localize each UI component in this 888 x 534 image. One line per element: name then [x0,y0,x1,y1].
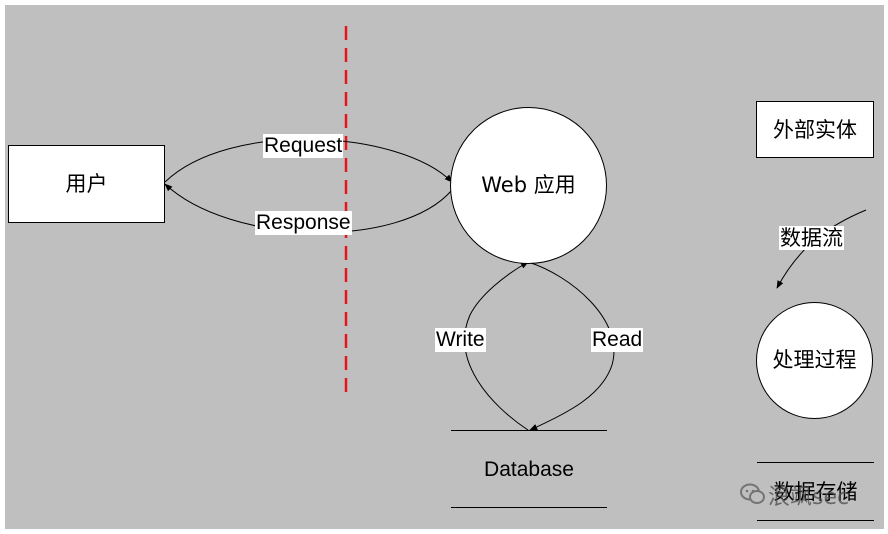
request-label: Request [263,134,344,158]
write-flow-arrow [464,261,529,431]
watermark: 浪飒sec [740,474,880,514]
legend-external-entity-label: 外部实体 [773,118,857,142]
web-app-process-circle [450,107,607,264]
database-label: Database [484,458,574,481]
legend-external-entity-box [756,101,874,158]
watermark-text: 浪飒sec [768,485,850,510]
legend-data-store-bottom-line [757,520,874,521]
web-app-process-label: Web 应用 [481,173,576,197]
read-flow-arrow [527,261,615,431]
legend-process-circle [756,302,873,419]
legend-data-flow-label: 数据流 [779,226,844,250]
diagram-background [5,5,884,529]
legend-process-label: 处理过程 [772,348,857,372]
write-label: Write [435,328,486,352]
legend-data-store-label: 数据存储 [773,480,858,504]
read-label: Read [591,328,644,352]
wechat-icon [740,483,765,504]
user-entity-label: 用户 [65,172,108,196]
user-entity-box [8,145,165,223]
response-label: Response [255,211,352,235]
database-top-line [451,430,607,431]
legend-data-store-top-line [757,462,874,463]
database-bottom-line [451,507,607,508]
